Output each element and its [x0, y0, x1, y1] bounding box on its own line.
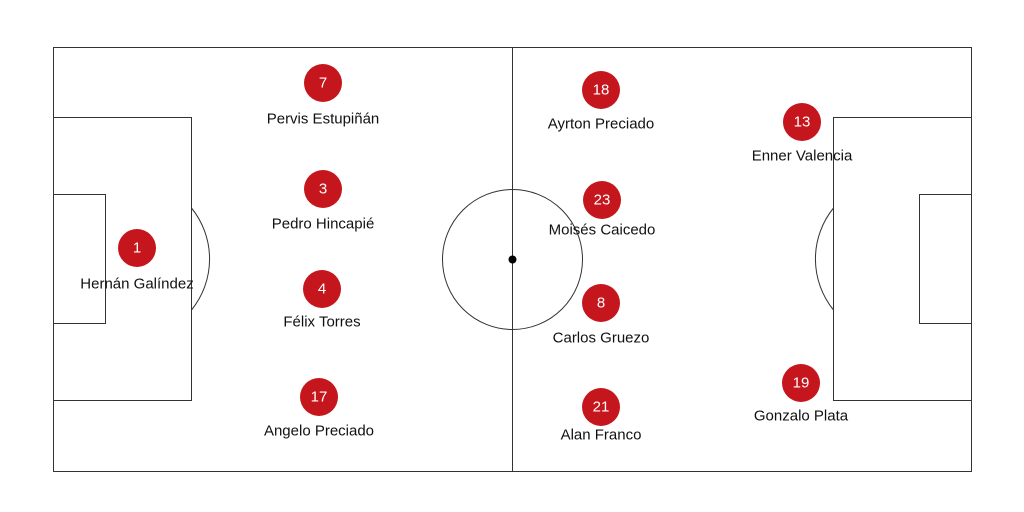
player-badge	[782, 364, 820, 402]
player-number: 7	[319, 75, 327, 92]
player-name: Pedro Hincapié	[272, 216, 375, 233]
center-spot	[508, 255, 517, 264]
left-penalty-arc	[191, 207, 210, 311]
player-name: Angelo Preciado	[264, 423, 374, 440]
player-badge	[583, 181, 621, 219]
player-name: Gonzalo Plata	[754, 408, 849, 425]
player-name: Félix Torres	[283, 314, 360, 331]
player-name: Moisés Caicedo	[549, 222, 656, 239]
player-number: 4	[318, 281, 326, 298]
center-circle	[442, 189, 583, 330]
player-badge	[582, 284, 620, 322]
player-badge	[118, 229, 156, 267]
right-penalty-area	[833, 117, 972, 401]
player-badge	[303, 270, 341, 308]
player-name: Ayrton Preciado	[548, 116, 654, 133]
player-badge	[783, 103, 821, 141]
player-badge	[304, 170, 342, 208]
player-number: 8	[597, 295, 605, 312]
player-badge	[304, 64, 342, 102]
player-number: 13	[794, 114, 811, 131]
player-name: Enner Valencia	[752, 148, 853, 165]
player-name: Carlos Gruezo	[553, 330, 650, 347]
left-goal-area	[53, 194, 106, 324]
player-number: 17	[311, 389, 328, 406]
player-name: Hernán Galíndez	[80, 276, 193, 293]
player-number: 18	[593, 82, 610, 99]
player-name: Pervis Estupiñán	[267, 111, 380, 128]
right-goal-area	[919, 194, 972, 324]
player-number: 3	[319, 181, 327, 198]
player-number: 19	[793, 375, 810, 392]
player-number: 21	[593, 399, 610, 416]
right-penalty-arc	[815, 207, 834, 311]
player-number: 1	[133, 240, 141, 257]
player-badge	[300, 378, 338, 416]
player-name: Alan Franco	[561, 427, 642, 444]
player-badge	[582, 71, 620, 109]
player-badge	[582, 388, 620, 426]
player-number: 23	[594, 192, 611, 209]
